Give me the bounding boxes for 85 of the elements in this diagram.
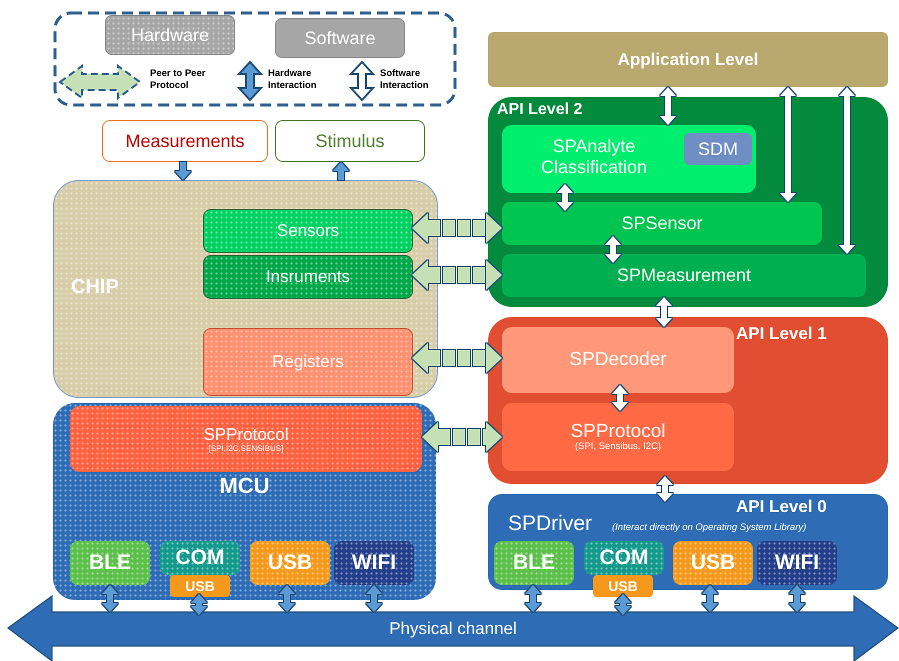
peer-arrow bbox=[412, 260, 502, 290]
interface-box bbox=[160, 541, 240, 575]
protocol-list: (SPI, Sensibus, I2C) bbox=[574, 442, 662, 454]
interface-box bbox=[250, 541, 330, 585]
module-box bbox=[203, 328, 413, 396]
input-box bbox=[102, 120, 268, 162]
node-label: COM bbox=[176, 546, 224, 570]
node-label: Registers bbox=[272, 352, 344, 372]
node-label: SDM bbox=[698, 138, 738, 160]
module-box bbox=[502, 403, 734, 471]
panel-title: API Level 1 bbox=[736, 324, 827, 344]
module-box bbox=[684, 133, 752, 165]
interface-box bbox=[170, 575, 230, 597]
module-box bbox=[70, 406, 422, 472]
note-text: (Interact directly on Operating System Library) bbox=[612, 523, 806, 534]
interface-box bbox=[757, 541, 837, 585]
double-arrow bbox=[175, 162, 191, 180]
module-box bbox=[203, 209, 413, 253]
legend-label: Hardware bbox=[130, 24, 210, 46]
chip-panel bbox=[53, 180, 438, 398]
double-arrow bbox=[525, 585, 541, 612]
interface-box bbox=[494, 541, 574, 585]
node-label: USB bbox=[690, 550, 736, 576]
node-label: Stimulus bbox=[315, 130, 385, 152]
double-arrow bbox=[557, 184, 573, 211]
double-arrow bbox=[333, 162, 349, 180]
node-label: Sensors bbox=[276, 221, 340, 241]
double-arrow bbox=[366, 585, 382, 612]
double-arrow bbox=[191, 594, 207, 615]
mcu-panel bbox=[53, 403, 436, 600]
level-bar bbox=[488, 32, 888, 87]
interface-box bbox=[584, 541, 664, 575]
module-box bbox=[502, 202, 822, 245]
double-arrow bbox=[615, 594, 631, 615]
node-label: Physical channel bbox=[389, 618, 517, 638]
node-label: Application Level bbox=[618, 50, 758, 70]
node-label: WIFI bbox=[774, 550, 820, 576]
legend-label: Peer to Peer Protocol bbox=[150, 68, 206, 92]
module-name: SPDriver bbox=[508, 512, 592, 536]
double-arrow bbox=[656, 297, 672, 327]
module-box bbox=[502, 327, 734, 393]
double-arrow bbox=[102, 585, 118, 612]
double-arrow bbox=[605, 236, 621, 263]
node-label: USB bbox=[185, 578, 215, 594]
interface-box bbox=[70, 541, 150, 585]
double-arrow bbox=[279, 585, 295, 612]
node-label: BLE bbox=[513, 550, 555, 576]
node-label: SPSensor bbox=[621, 213, 703, 234]
peer-arrow bbox=[412, 343, 502, 373]
node-label: USB bbox=[608, 578, 638, 594]
node-label: SPDecoder bbox=[569, 349, 667, 371]
node-label: Measurements bbox=[125, 130, 245, 152]
panel-title: API Level 2 bbox=[497, 101, 582, 120]
output-box bbox=[275, 120, 425, 162]
legend-label: Software Interaction bbox=[380, 68, 430, 92]
legend-label: Software bbox=[304, 28, 376, 48]
node-label: Insruments bbox=[266, 267, 350, 287]
double-arrow bbox=[657, 476, 673, 502]
peer-arrow bbox=[412, 213, 502, 243]
node-label: SPMeasurement bbox=[616, 265, 752, 286]
peer-arrow bbox=[422, 422, 502, 452]
node-label: COM bbox=[600, 546, 648, 570]
node-label: BLE bbox=[89, 550, 131, 576]
module-box bbox=[502, 254, 866, 297]
module-box bbox=[203, 255, 413, 299]
node-label: SPProtocol bbox=[570, 420, 666, 442]
api-level-panel bbox=[488, 317, 888, 484]
channel-arrow bbox=[8, 596, 898, 661]
panel-title: API Level 0 bbox=[736, 497, 827, 517]
double-arrow bbox=[789, 585, 805, 612]
interface-box bbox=[673, 541, 753, 585]
interface-box bbox=[593, 575, 653, 597]
module-box bbox=[502, 125, 756, 193]
double-arrow bbox=[612, 385, 628, 411]
node-label: SPProtocol bbox=[203, 424, 289, 444]
legend-label: Hardware Interaction bbox=[268, 68, 318, 92]
panel-title: CHIP bbox=[71, 276, 119, 299]
node-label: SPAnalyte Classification bbox=[540, 136, 648, 178]
double-arrow bbox=[702, 585, 718, 612]
node-label: WIFI bbox=[352, 550, 396, 576]
node-label: USB bbox=[268, 550, 312, 576]
panel-title: MCU bbox=[218, 473, 271, 498]
protocol-list: [SPI,I2C,SENSIBUS] bbox=[208, 444, 284, 454]
interface-box bbox=[334, 541, 414, 585]
api-level-panel bbox=[488, 97, 888, 307]
